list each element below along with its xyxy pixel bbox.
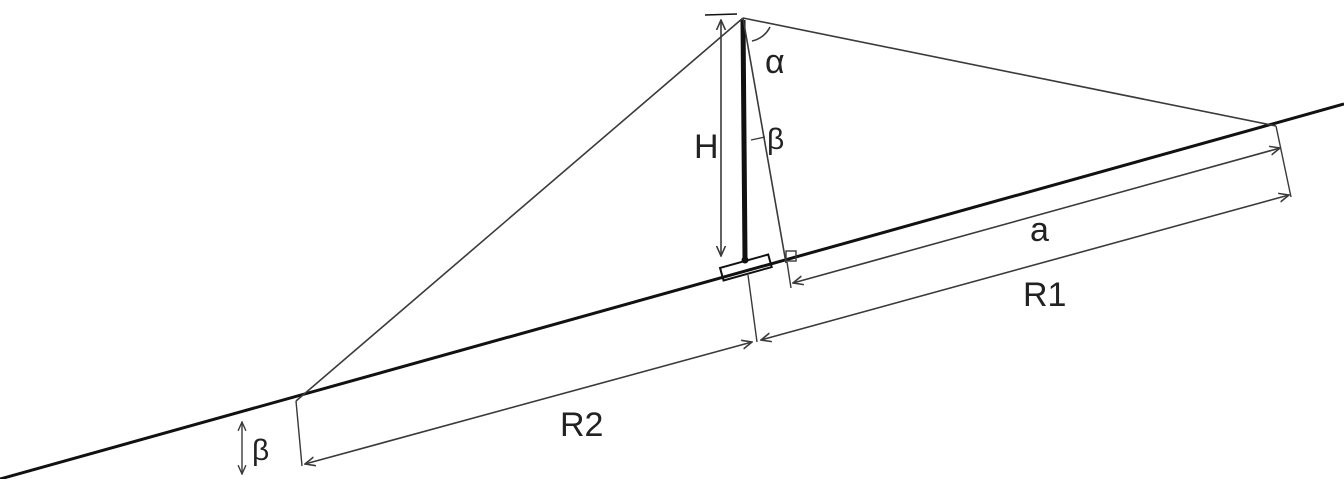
radius-1-label: R1 bbox=[1023, 276, 1066, 314]
radius-1-extension-right bbox=[1275, 125, 1292, 198]
angle-beta-bottom-label: β bbox=[252, 434, 269, 467]
radius-2-dimension-line bbox=[305, 342, 752, 464]
angle-alpha-label: α bbox=[765, 43, 785, 81]
height-label: H bbox=[694, 128, 719, 166]
segment-a-label: a bbox=[1030, 211, 1049, 249]
radius-2-extension-left bbox=[295, 400, 303, 467]
ground-slope-line bbox=[0, 102, 1344, 479]
angle-beta-tick bbox=[750, 136, 766, 141]
guy-wire-left bbox=[295, 17, 744, 402]
segment-a-extension-left bbox=[786, 261, 792, 289]
angle-beta-top-label: β bbox=[767, 123, 784, 156]
angle-alpha-arc bbox=[751, 26, 771, 42]
mast bbox=[740, 19, 748, 259]
mast-top-cap bbox=[704, 13, 738, 16]
radius-1-dimension-line bbox=[761, 195, 1289, 340]
radius-2-label: R2 bbox=[560, 406, 603, 444]
radius-1-extension-left bbox=[747, 274, 758, 343]
guy-wire-right bbox=[742, 17, 1277, 127]
